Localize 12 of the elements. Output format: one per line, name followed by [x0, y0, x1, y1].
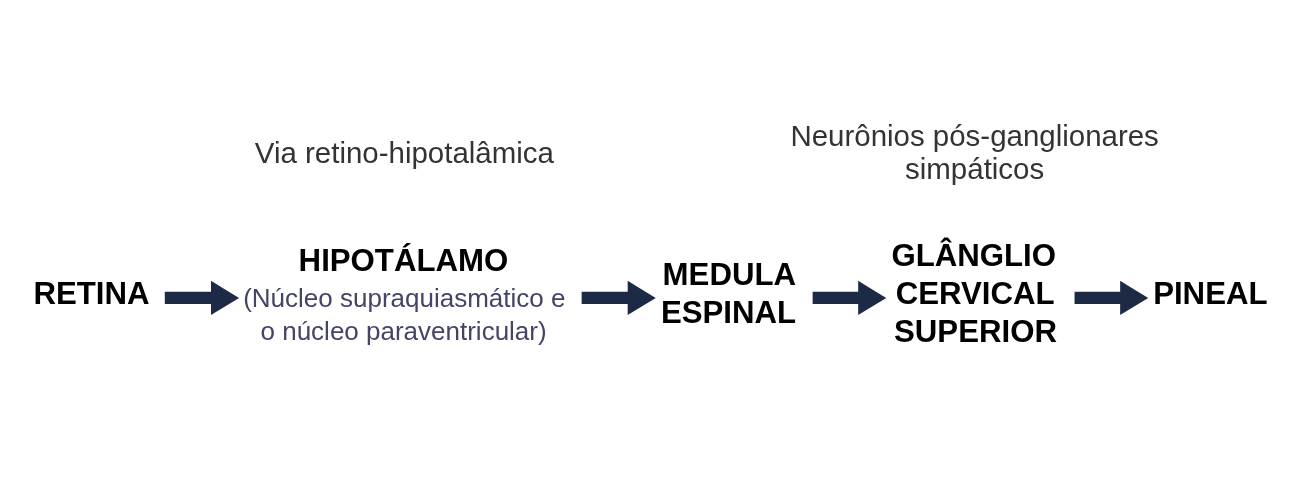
node-text: GLÂNGLIO CERVICAL SUPERIOR — [891, 237, 1057, 349]
node-text: HIPOTÁLAMO — [298, 242, 509, 278]
arrow — [164, 280, 240, 315]
node-label: (Núcleo supraquiasmático e o núcleo paraventricular) — [243, 282, 566, 346]
node-text: RETINA — [33, 275, 150, 311]
node-text: MEDULA ESPINAL — [660, 256, 797, 330]
arrow — [812, 280, 887, 315]
node-text: PINEAL — [1153, 275, 1268, 311]
arrow — [1074, 280, 1149, 315]
arrow — [581, 280, 656, 315]
label: Neurônios pós-ganglionares simpáticos — [790, 118, 1159, 185]
label: Via retino-hipotalâmica — [254, 135, 554, 169]
